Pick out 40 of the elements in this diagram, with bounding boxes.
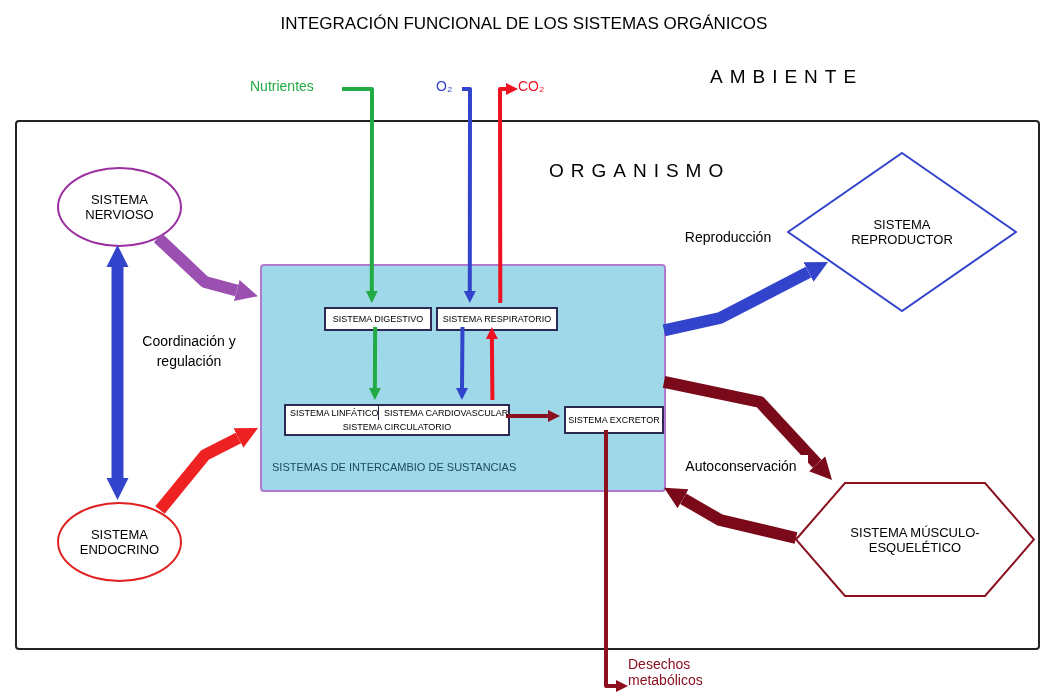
system-hexagon: [795, 482, 1035, 597]
node-label: SISTEMA CIRCULATORIO: [341, 422, 453, 432]
block-arrow: [664, 487, 798, 544]
arrow: [506, 410, 560, 422]
block-arrow: [153, 233, 258, 302]
arrow: [462, 87, 476, 303]
group-title: SISTEMAS DE INTERCAMBIO DE SUSTANCIAS: [272, 461, 517, 473]
node-label: SISTEMA CARDIOVASCULAR: [384, 408, 509, 418]
system-box: [284, 404, 510, 436]
block-arrow: [155, 428, 258, 514]
node-label: SISTEMA LINFÁTICO: [290, 408, 379, 418]
region-label: AMBIENTE: [710, 66, 864, 88]
block-arrow: [662, 376, 833, 480]
node-label: SISTEMA MÚSCULO-ESQUELÉTICO: [849, 524, 981, 555]
system-box: [436, 307, 558, 331]
block-arrow: [662, 261, 829, 337]
diagram-title: INTEGRACIÓN FUNCIONAL DE LOS SISTEMAS ORGÁNICOS: [279, 14, 769, 34]
node-label: SISTEMA NERVIOSO: [84, 192, 155, 222]
node-label: SISTEMA REPRODUCTOR: [850, 217, 954, 247]
arrow: [498, 83, 518, 303]
block-arrow: [106, 245, 129, 500]
exchange-panel: [260, 264, 666, 492]
arrow: [342, 87, 378, 303]
arrow: [604, 430, 628, 692]
arrow: [485, 327, 498, 400]
arrow: [368, 327, 381, 400]
node-label: SISTEMA DIGESTIVO: [332, 314, 424, 324]
flow-label: CO₂: [518, 78, 546, 94]
node-label: SISTEMA EXCRETOR: [568, 415, 660, 425]
organism-frame: [15, 120, 1040, 650]
node-label: SISTEMA RESPIRATORIO: [442, 314, 552, 324]
system-diamond: [787, 152, 1017, 312]
flow-label: Desechos metabólicos: [628, 656, 704, 688]
node-label: SISTEMA ENDOCRINO: [78, 527, 161, 557]
flow-label: O₂: [436, 78, 454, 94]
system-box: [324, 307, 432, 331]
group-title: ORGANISMO: [549, 160, 731, 182]
flow-label: Nutrientes: [250, 78, 315, 94]
system-box: [564, 406, 664, 434]
arrow: [456, 327, 468, 400]
